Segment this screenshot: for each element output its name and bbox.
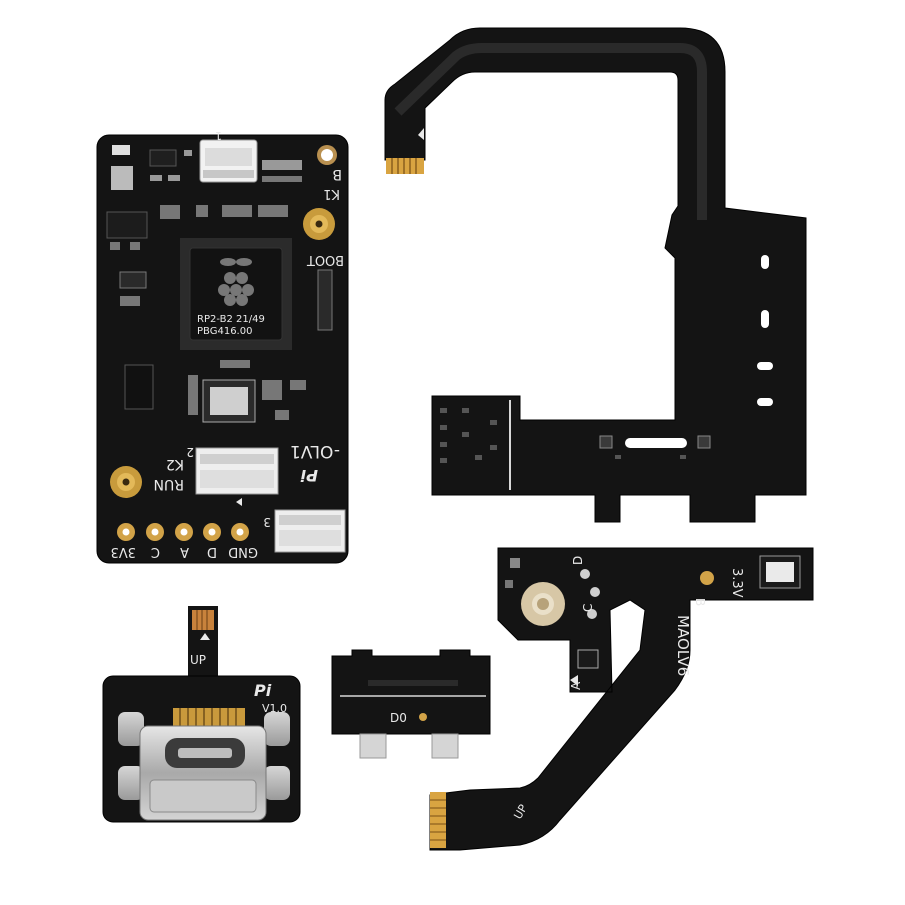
pin-label-gnd: GND [228,544,258,559]
label-1: 1 [215,129,222,142]
bottom-fpc-connector [274,509,346,553]
chip-marking-line2: PBG416.00 [197,326,252,337]
label-2: 2 [186,445,194,459]
d0-label: D0 [390,711,407,725]
label-k2: K2 [166,456,184,472]
usb-c-port-icon[interactable] [139,725,267,821]
flex-label-b: B [693,598,707,606]
lower-flex-gold-contacts [430,792,446,848]
chip-marking-line1: RP2-B2 21/49 [197,314,265,325]
upper-flex-pads [440,408,497,463]
upper-flex-gold-contacts [386,158,424,174]
pin-header-pads [117,523,249,541]
flex-label-a: A [569,681,583,690]
raspberry-pi-logo-icon [218,258,254,306]
d0-board: D0 [331,649,491,759]
upper-flex-cable [384,27,807,523]
pin-label-d: D [207,544,217,559]
usb-label-up: UP [190,653,206,667]
flex-label-c: C [581,604,595,612]
rp2040-chip: RP2-B2 21/49 PBG416.00 [180,238,292,350]
flex-label-model: MAOLV6 [674,615,692,676]
label-boot: BOOT [307,252,344,267]
label-k1: K1 [323,186,340,201]
pin-label-a: A [180,544,189,559]
usb-label-version: V1.0 [262,702,287,715]
pin-label-c: C [151,544,160,559]
usb-label-pi: Pi [254,681,272,700]
flex-label-d: D [571,556,585,565]
label-b: B [332,166,342,182]
label-run: RUN [154,476,184,492]
main-board-small-components [106,145,333,420]
pin-label-3v3: 3V3 [111,544,136,559]
middle-fpc-connector [195,447,279,495]
label-pi: Pi [300,466,318,485]
label-model: -OLV1 [290,441,340,461]
label-3: 3 [263,515,271,529]
usb-c-board: UP Pi V1.0 [102,606,301,823]
main-board: RP2-B2 21/49 PBG416.00 [96,129,349,564]
lower-flex-cable: 3.3V D C B A MAOLV6 UP [429,547,814,851]
top-connector [199,139,258,183]
flex-label-33v: 3.3V [729,568,744,598]
